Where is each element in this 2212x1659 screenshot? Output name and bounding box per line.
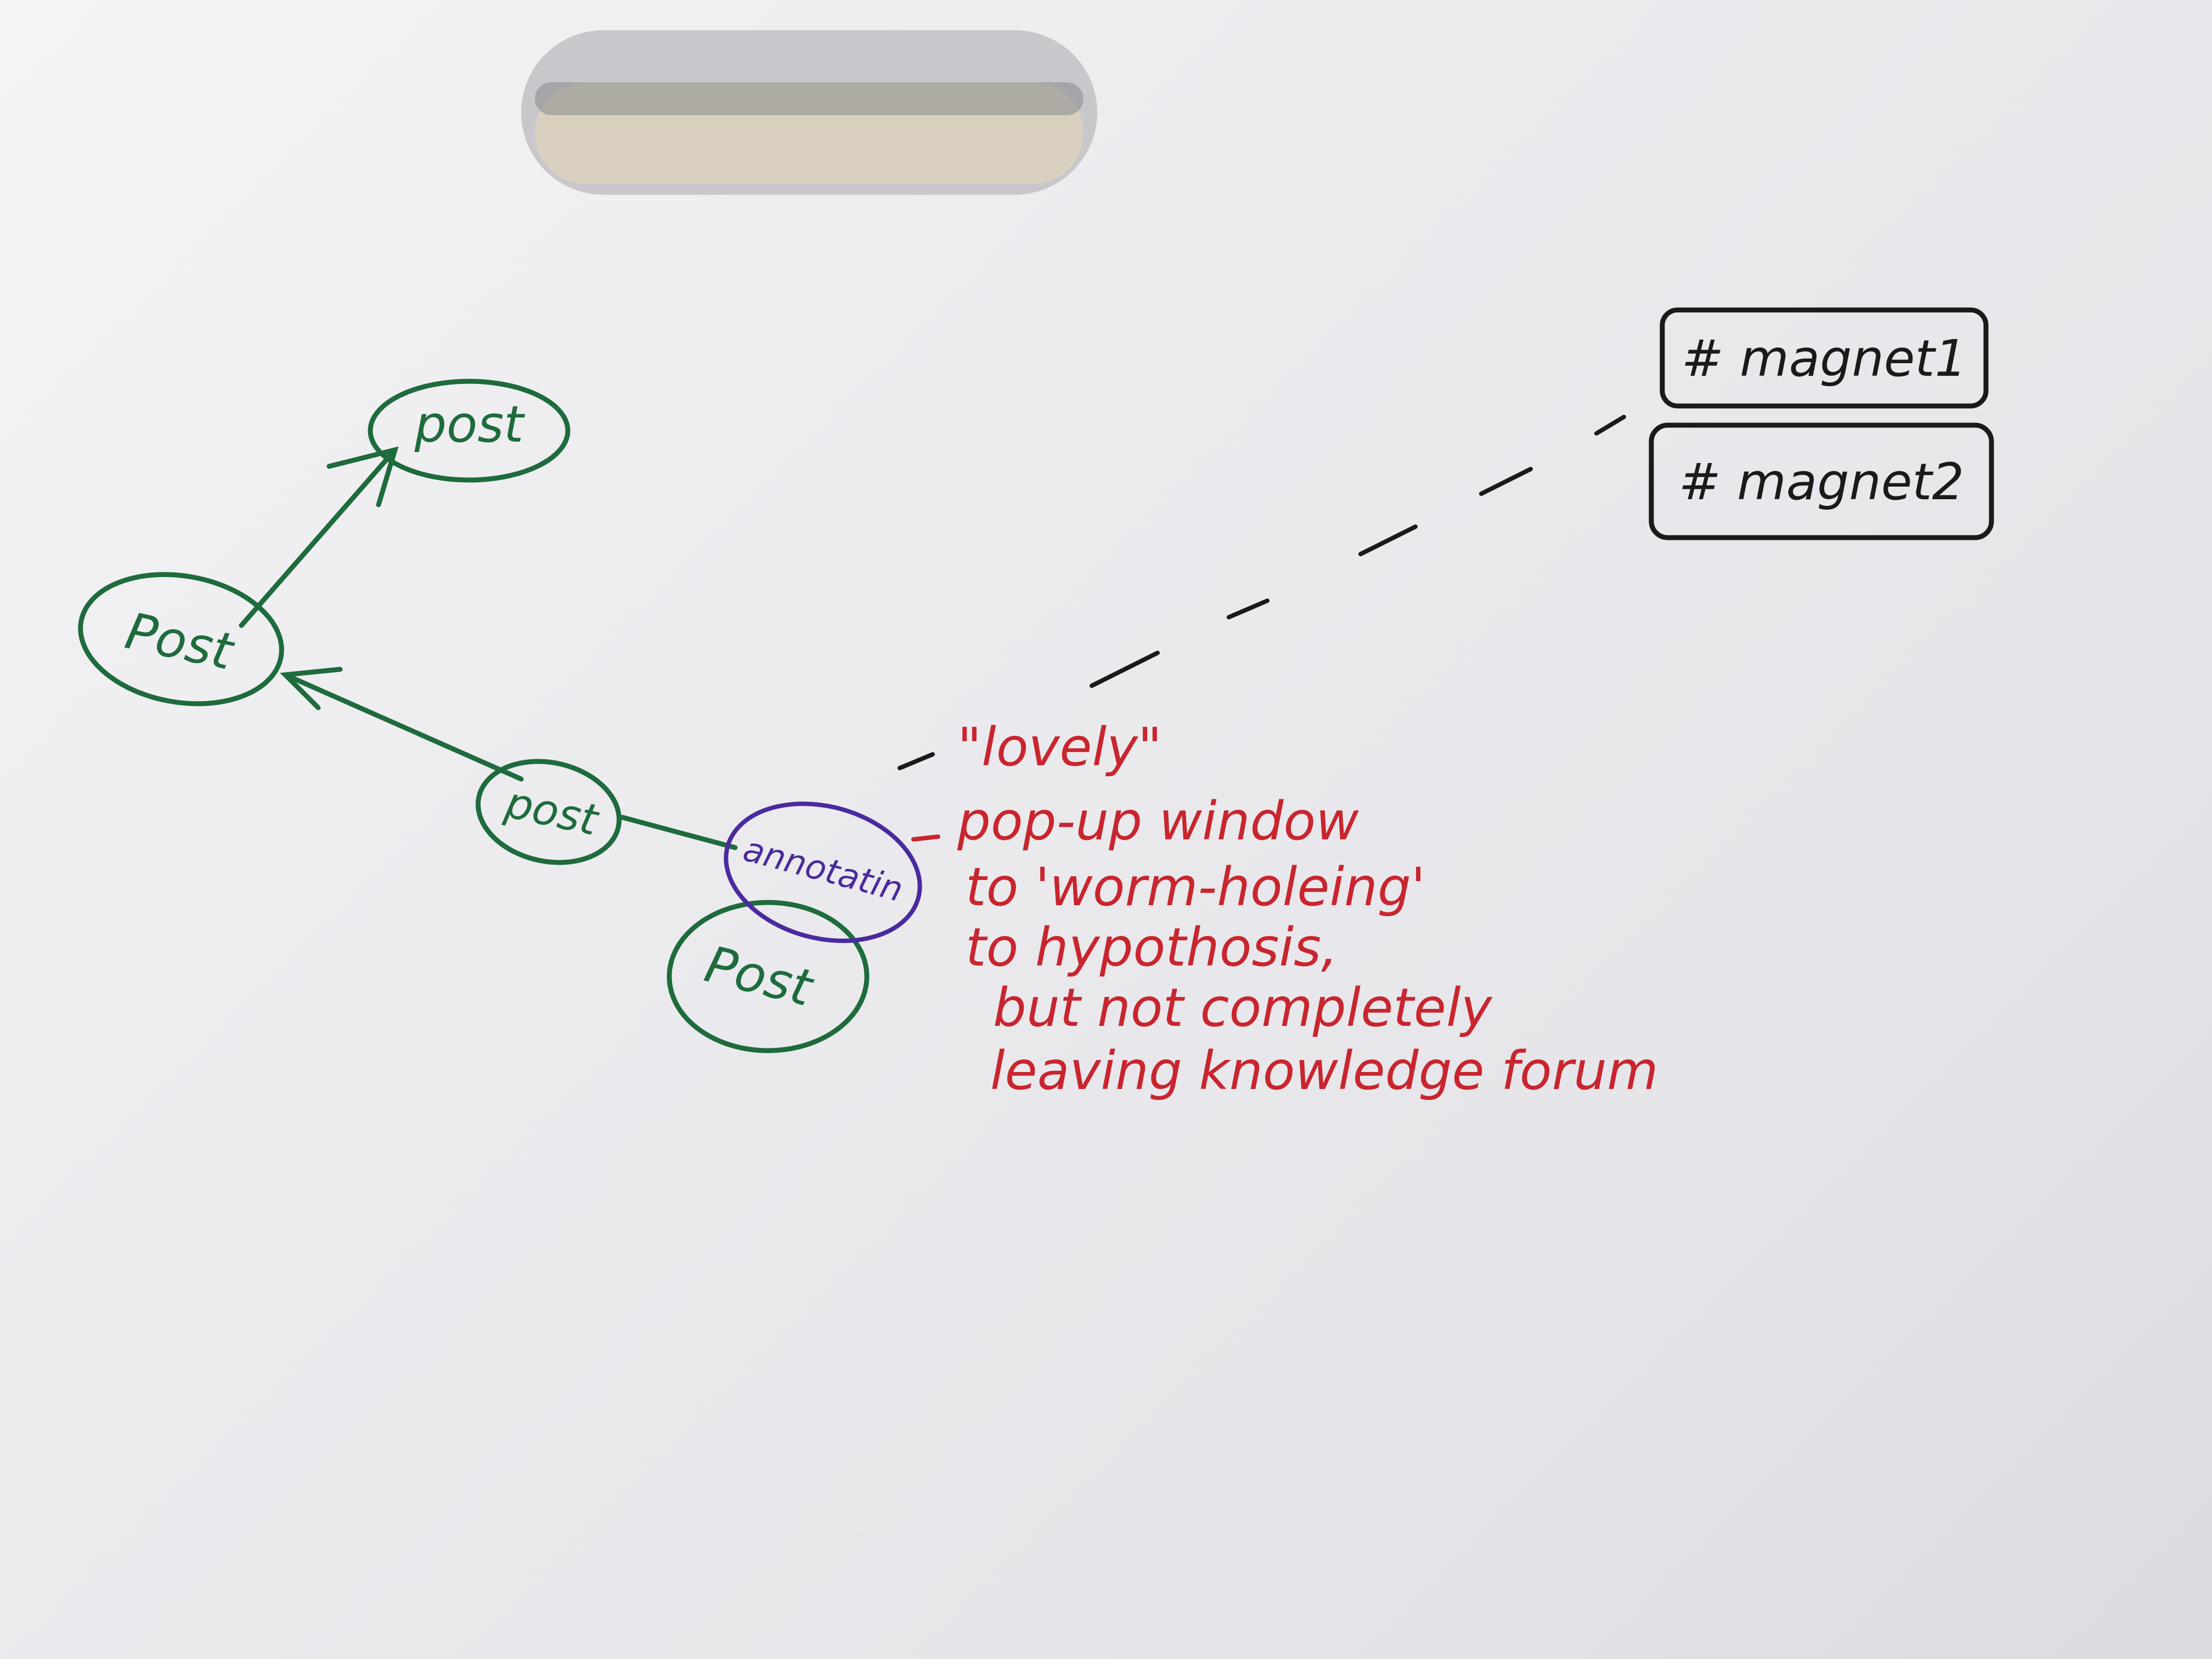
annotation-node[interactable]: annotatin (710, 783, 935, 962)
tag-magnet2-label: # magnet2 (1679, 453, 1964, 511)
dashed-link (898, 415, 1626, 770)
note-connector (911, 834, 940, 842)
post-node-mid-label: post (501, 778, 603, 846)
post-node-bottom-label: Post (699, 935, 820, 1018)
paper-handle (521, 30, 1097, 195)
post-node-top[interactable]: post (368, 379, 571, 483)
annotation-node-label: annotatin (739, 828, 907, 910)
edge-annotation-to-post-mid (620, 815, 738, 850)
note-line-4: to hypothosis, (966, 917, 1338, 978)
arrowhead-post-left (280, 667, 343, 710)
note-line-3: to 'worm-holeing' (966, 856, 1425, 918)
tag-magnet1[interactable]: # magnet1 (1660, 307, 1989, 409)
post-node-bottom[interactable]: Post (667, 900, 870, 1053)
post-node-left-label: Post (121, 602, 240, 682)
annotation-note: "lovely" pop-up window to 'worm-holeing'… (957, 716, 1658, 1102)
note-line-6: leaving knowledge forum (990, 1040, 1658, 1102)
tag-magnet2[interactable]: # magnet2 (1649, 422, 1994, 540)
tag-magnet1-label: # magnet1 (1681, 329, 1967, 388)
note-line-5: but not completely (993, 977, 1493, 1039)
note-line-1: "lovely" (957, 716, 1162, 778)
arrowhead-post-top (326, 446, 399, 507)
note-line-2: pop-up window (957, 791, 1359, 852)
edge-post-left-to-post-top (239, 447, 398, 628)
edge-post-mid-to-post-left (283, 672, 524, 782)
post-node-left[interactable]: Post (70, 560, 292, 719)
post-connections (239, 446, 738, 850)
post-node-top-label: post (414, 395, 526, 454)
